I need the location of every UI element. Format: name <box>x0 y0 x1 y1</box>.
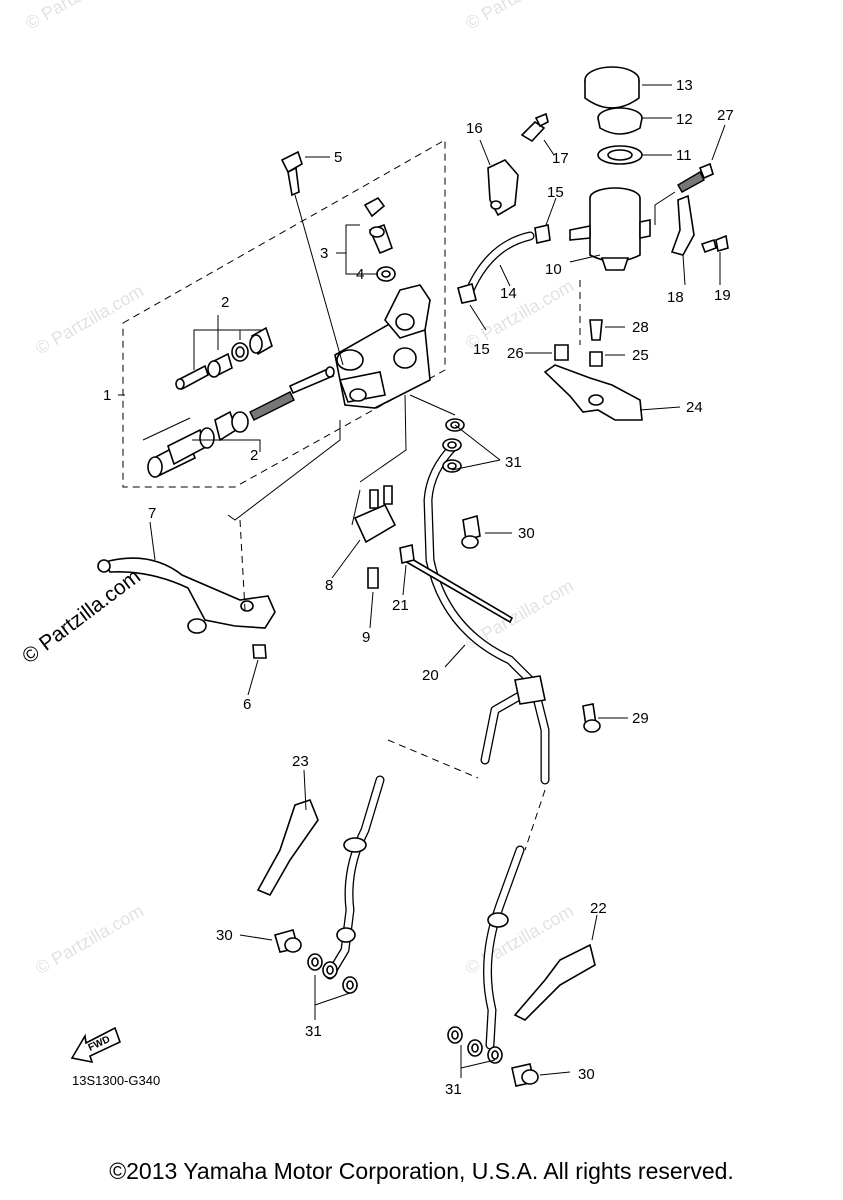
callout-3: 3 <box>320 245 328 262</box>
clamp-15-bottom <box>457 283 477 304</box>
callout-7: 7 <box>148 505 156 522</box>
hose-guide-23 <box>256 799 319 897</box>
reservoir-cap-13 <box>584 66 640 109</box>
piston-kit-upper <box>175 326 273 391</box>
callout-1: 1 <box>103 387 111 404</box>
callout-31a: 31 <box>505 454 522 471</box>
master-cylinder-body <box>334 284 431 409</box>
callout-23: 23 <box>292 753 309 770</box>
callout-29: 29 <box>632 710 649 727</box>
leader-lines <box>118 84 726 1078</box>
union-bolt-30-top <box>461 514 481 549</box>
brake-switch-8 <box>353 485 397 544</box>
callout-24: 24 <box>686 399 703 416</box>
fwd-arrow-icon: FWD <box>70 1026 121 1064</box>
watermark: © Partzilla.com <box>32 280 147 358</box>
hose-guide-22 <box>513 943 596 1021</box>
washers-31-top <box>442 418 465 473</box>
bolt-29 <box>582 703 601 733</box>
diagram-code: 13S1300-G340 <box>72 1073 161 1088</box>
callout-25: 25 <box>632 347 649 364</box>
callout-16: 16 <box>466 120 483 137</box>
bolt-5 <box>280 150 303 197</box>
collar-25 <box>589 351 603 367</box>
callout-15a: 15 <box>547 184 564 201</box>
clamp-15-top <box>534 224 551 244</box>
bracket-24 <box>543 364 643 421</box>
reservoir-hose-14 <box>465 231 535 295</box>
diaphragm-12 <box>597 107 643 135</box>
callout-labels: 13 12 11 27 16 17 5 15 3 4 10 14 18 19 2… <box>103 77 734 1098</box>
screw-19 <box>700 234 729 254</box>
union-bolt-30-right <box>511 1063 539 1087</box>
fitting-3 <box>363 196 394 255</box>
callout-22: 22 <box>590 900 607 917</box>
watermark: © Partzilla.com <box>462 0 577 33</box>
callout-5: 5 <box>334 149 342 166</box>
diaphragm-holder-11 <box>597 145 643 165</box>
reservoir-tank-10 <box>569 187 651 271</box>
callout-31c: 31 <box>445 1081 462 1098</box>
watermark: © Partzilla.com <box>32 900 147 978</box>
nut-6 <box>252 644 267 659</box>
callout-15b: 15 <box>473 341 490 358</box>
callout-14: 14 <box>500 285 517 302</box>
reservoir-bracket-16 <box>487 159 519 217</box>
callout-30c: 30 <box>578 1066 595 1083</box>
callout-9: 9 <box>362 629 370 646</box>
copyright-notice: ©2013 Yamaha Motor Corporation, U.S.A. A… <box>109 1158 734 1184</box>
callout-2a: 2 <box>221 294 229 311</box>
washer-4-hole <box>381 270 391 278</box>
callout-2b: 2 <box>250 447 258 464</box>
bolt-27 <box>677 162 714 193</box>
callout-28: 28 <box>632 319 649 336</box>
callout-4: 4 <box>356 266 364 283</box>
piston-kit-lower <box>147 366 335 478</box>
callout-12: 12 <box>676 111 693 128</box>
callout-27: 27 <box>717 107 734 124</box>
bracket-18 <box>670 194 695 256</box>
callout-18: 18 <box>667 289 684 306</box>
bolt-17 <box>520 112 549 143</box>
bracket-26 <box>554 344 569 361</box>
callout-11: 11 <box>676 147 692 164</box>
cable-tie-21 <box>402 553 514 624</box>
callout-6: 6 <box>243 696 251 713</box>
hose-joint <box>514 675 546 705</box>
callout-31b: 31 <box>305 1023 322 1040</box>
watermark: © Partzilla.com <box>22 0 137 33</box>
callout-26: 26 <box>507 345 524 362</box>
callout-30b: 30 <box>216 927 233 944</box>
callout-8: 8 <box>325 577 333 594</box>
washers-31-right <box>447 1026 503 1064</box>
callout-17: 17 <box>552 150 569 167</box>
callout-20: 20 <box>422 667 439 684</box>
callout-19: 19 <box>714 287 731 304</box>
screw-9 <box>367 567 379 589</box>
brake-lever-7 <box>97 557 276 634</box>
callout-30a: 30 <box>518 525 535 542</box>
callout-10: 10 <box>545 261 562 278</box>
callout-13: 13 <box>676 77 693 94</box>
screw-28 <box>589 319 603 341</box>
callout-21: 21 <box>392 597 409 614</box>
union-bolt-30-left <box>274 929 302 953</box>
